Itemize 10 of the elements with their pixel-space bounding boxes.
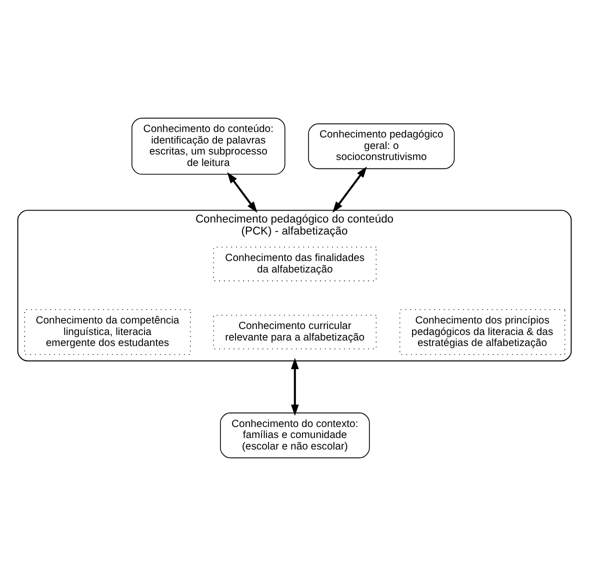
node-box: Conhecimento do contexto: famílias e comunidade (escolar e não escolar): [220, 412, 370, 458]
node-box: Conhecimento curricular relevante para a alfabetização: [213, 314, 377, 349]
node-box: Conhecimento da competência linguística, literacia emergente dos estudantes: [24, 308, 191, 354]
arrow: [290, 357, 299, 416]
node-box: Conhecimento do conteúdo: identificação de palavras escritas, um subprocesso de leitura: [132, 117, 286, 174]
node-box: Conhecimento dos princípios pedagógicos da literacia & das estratégias de alfabetização: [399, 308, 566, 354]
arrow: [332, 166, 367, 212]
node-box: Conhecimento das finalidades da alfabetização: [213, 246, 377, 281]
node-box: Conhecimento pedagógico geral: o socioconstrutivismo: [308, 122, 455, 169]
arrow: [227, 172, 258, 212]
